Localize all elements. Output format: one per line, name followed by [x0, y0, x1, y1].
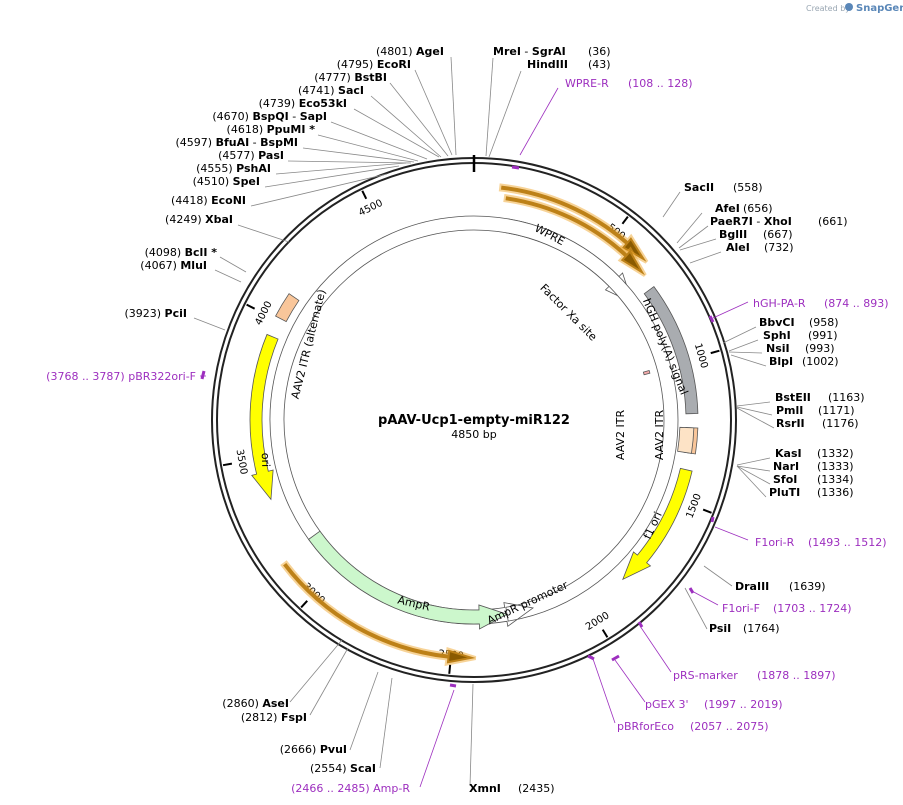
tick-label: 4000	[253, 300, 274, 328]
enzyme-label[interactable]: AfeI (656)	[715, 202, 773, 215]
snapgene-branding: Created by SnapGene	[806, 3, 903, 14]
enzyme-label[interactable]: (4739) Eco53kI	[259, 97, 347, 110]
feature-factor-xa-site[interactable]	[642, 370, 651, 376]
tick-label: 1000	[692, 342, 710, 369]
backbone	[211, 155, 737, 683]
primer-label[interactable]: (3768 .. 3787) pBR322ori-F	[46, 370, 196, 383]
enzyme-label[interactable]: (2554) ScaI	[310, 762, 376, 775]
snapgene-brand-text: SnapGene	[856, 3, 903, 14]
feature-label-ori: ori	[259, 452, 272, 467]
enzymes-right: SacII (558) AfeI (656) PaeR7I - XhoI (66…	[684, 181, 865, 635]
primer-label[interactable]: pRS-marker(1878 .. 1897)	[673, 669, 836, 682]
tick-mark	[361, 190, 368, 200]
orf-layer	[280, 183, 649, 666]
enzyme-label[interactable]: XmnI (2435)	[469, 782, 555, 795]
tick-label: 1500	[685, 492, 705, 520]
enzyme-label[interactable]: PluTI (1336)	[769, 486, 854, 499]
snapgene-logo-icon	[845, 3, 853, 11]
tick-mark	[710, 349, 720, 355]
feature-label-aav2-itr: AAV2 ITR	[653, 410, 666, 461]
plasmid-length: 4850 bp	[451, 428, 496, 441]
enzyme-label[interactable]: (4418) EcoNI	[171, 194, 246, 207]
tick-mark	[702, 508, 712, 514]
enzymes-left: (4801) AgeI (4795) EcoRI (4777) BstBI (4…	[124, 45, 444, 320]
enzyme-label[interactable]: (4555) PshAI	[196, 162, 271, 175]
enzyme-label[interactable]: (4670) BspQI - SapI	[212, 110, 327, 123]
tick-mark	[601, 629, 609, 638]
enzyme-label[interactable]: (4795) EcoRI	[337, 58, 411, 71]
tick-label: 3500	[234, 448, 249, 475]
enzyme-label[interactable]: AleI (732)	[726, 241, 794, 254]
feature-ampr-promoter[interactable]	[269, 215, 679, 627]
enzyme-label[interactable]: (4777) BstBI	[314, 71, 387, 84]
feature-ampr[interactable]	[308, 530, 509, 630]
enzyme-label[interactable]: PsiI (1764)	[709, 622, 780, 635]
enzyme-label[interactable]: (4597) BfuAI - BspMI	[175, 136, 298, 149]
tick-mark	[448, 664, 452, 674]
enzyme-label[interactable]: (4098) BclI *	[145, 246, 218, 259]
enzyme-label[interactable]: (4510) SpeI	[193, 175, 260, 188]
enzyme-label[interactable]: (2812) FspI	[241, 711, 307, 724]
enzyme-label[interactable]: NarI (1333)	[773, 460, 854, 473]
feature-layer	[249, 215, 699, 630]
feature-aav2-itr-alternate-[interactable]	[275, 293, 300, 323]
created-by-text: Created by	[806, 4, 850, 13]
primer-label[interactable]: pGEX 3'(1997 .. 2019)	[645, 698, 783, 711]
enzyme-label[interactable]: (2666) PvuI	[280, 743, 347, 756]
feature-label-aav2-itr-inner: AAV2 ITR	[614, 410, 627, 461]
tick-mark	[300, 600, 308, 609]
primer-label[interactable]: F1ori-F(1703 .. 1724)	[722, 602, 852, 615]
primer-label[interactable]: (2466 .. 2485) Amp-R	[291, 782, 410, 795]
enzyme-label[interactable]: SfoI (1334)	[773, 473, 854, 486]
enzymes-bottom: (2860) AseI (2812) FspI (2666) PvuI (255…	[222, 697, 554, 795]
primer-marks	[200, 165, 715, 688]
enzyme-label[interactable]: BlpI (1002)	[769, 355, 839, 368]
orf-arrow	[503, 194, 647, 277]
enzyme-label[interactable]: NsiI (993)	[766, 342, 835, 355]
tick-mark	[246, 303, 256, 310]
enzyme-leader-lines	[193, 56, 775, 787]
feature-aav2-itr[interactable]	[677, 426, 695, 454]
enzyme-label[interactable]: HindIII (43)	[527, 58, 611, 71]
enzyme-label[interactable]: (2860) AseI	[222, 697, 289, 710]
feature-ori[interactable]	[249, 333, 279, 501]
enzyme-label[interactable]: (4618) PpuMI *	[227, 123, 316, 136]
enzyme-label[interactable]: (4067) MluI	[140, 259, 207, 272]
enzyme-label[interactable]: BstEII (1163)	[775, 391, 865, 404]
enzyme-label[interactable]: SacII (558)	[684, 181, 763, 194]
primer-label[interactable]: hGH-PA-R(874 .. 893)	[753, 297, 889, 310]
tick-label: 2000	[584, 610, 611, 633]
enzymes-top: MreI - SgrAI (36) HindIII (43)	[493, 45, 611, 71]
enzyme-label[interactable]: BbvCI (958)	[759, 316, 839, 329]
enzyme-label[interactable]: (3923) PciI	[124, 307, 187, 320]
enzyme-label[interactable]: SphI (991)	[763, 329, 838, 342]
tick-mark	[621, 216, 629, 225]
enzyme-label[interactable]: PaeR7I - XhoI (661)	[710, 215, 848, 228]
primer-label[interactable]: WPRE-R(108 .. 128)	[565, 77, 693, 90]
orf-arrow	[280, 560, 477, 666]
enzyme-label[interactable]: RsrII (1176)	[776, 417, 859, 430]
primer-labels: WPRE-R(108 .. 128) hGH-PA-R(874 .. 893) …	[46, 77, 888, 795]
enzyme-label[interactable]: (4801) AgeI	[376, 45, 444, 58]
primer-label[interactable]: pBRforEco(2057 .. 2075)	[617, 720, 769, 733]
feature-label-factor-xa: Factor Xa site	[537, 281, 599, 343]
primer-label[interactable]: F1ori-R(1493 .. 1512)	[755, 536, 887, 549]
feature-f1-ori[interactable]	[622, 467, 693, 581]
enzyme-label[interactable]: (4577) PasI	[218, 149, 284, 162]
enzyme-label[interactable]: KasI (1332)	[775, 447, 854, 460]
enzyme-label[interactable]: DraIII (1639)	[735, 580, 826, 593]
enzyme-label[interactable]: BglII (667)	[719, 228, 793, 241]
enzyme-label[interactable]: (4741) SacI	[298, 84, 364, 97]
tick-mark	[222, 462, 233, 467]
feature-hgh-poly-a-signal[interactable]	[643, 286, 699, 415]
enzyme-label[interactable]: PmlI (1171)	[776, 404, 855, 417]
tick-label: 4500	[357, 198, 385, 219]
enzyme-label[interactable]: (4249) XbaI	[165, 213, 233, 226]
plasmid-name: pAAV-Ucp1-empty-miR122	[378, 413, 570, 428]
enzyme-label[interactable]: MreI - SgrAI (36)	[493, 45, 611, 58]
